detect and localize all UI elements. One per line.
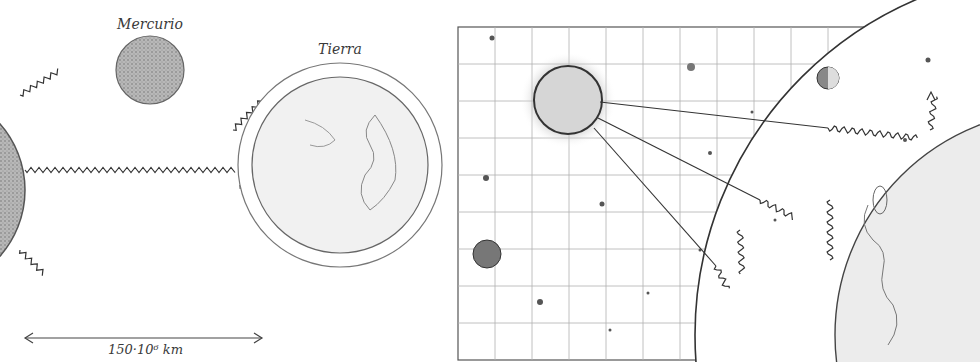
planet-outline	[235, 60, 445, 270]
radiation-wave	[928, 97, 937, 130]
distance-line	[25, 337, 262, 338]
arrowhead	[25, 333, 33, 343]
radiation-wave	[25, 168, 235, 173]
radiation-wave	[714, 266, 729, 288]
star	[774, 219, 777, 222]
planet	[687, 63, 695, 71]
ray	[594, 128, 716, 266]
earth-node: Tierra	[235, 38, 445, 270]
arrowhead	[927, 92, 935, 100]
grid-line	[643, 27, 644, 360]
planet-outline	[115, 35, 185, 105]
ray	[600, 102, 828, 128]
star	[600, 202, 605, 207]
radiation-wave	[760, 200, 792, 220]
radiation-wave	[20, 250, 43, 276]
star	[490, 36, 495, 41]
planet	[473, 240, 501, 268]
star	[609, 329, 612, 332]
island	[873, 186, 887, 214]
star	[483, 175, 489, 181]
star	[751, 111, 754, 114]
planet-node: Mercurio	[115, 13, 185, 105]
radiation-wave	[828, 126, 917, 140]
distance-label: 150·10⁶ km	[105, 342, 186, 357]
sun-corona	[520, 52, 616, 148]
continent	[864, 205, 897, 345]
radiation-wave	[827, 200, 833, 260]
arrowhead	[254, 333, 262, 343]
continent	[361, 115, 396, 210]
star	[708, 151, 712, 155]
radiation-wave	[20, 69, 58, 97]
grid-line	[495, 27, 496, 360]
planet-name: Tierra	[235, 38, 445, 60]
planet-body	[116, 36, 184, 104]
planet	[817, 67, 839, 89]
atmosphere	[695, 0, 980, 362]
planet-body	[252, 77, 428, 253]
atmosphere	[238, 63, 442, 267]
ray	[598, 118, 760, 200]
continent	[305, 120, 335, 147]
star	[647, 292, 650, 295]
sun	[534, 66, 602, 134]
star	[926, 58, 931, 63]
grid-line	[680, 27, 681, 360]
planet-phase	[828, 67, 839, 89]
radiation-wave	[737, 230, 744, 274]
star	[903, 138, 907, 142]
earth	[835, 110, 980, 362]
sun	[0, 90, 25, 290]
star	[537, 299, 543, 305]
stars	[483, 36, 931, 332]
planet-name: Mercurio	[115, 13, 185, 35]
